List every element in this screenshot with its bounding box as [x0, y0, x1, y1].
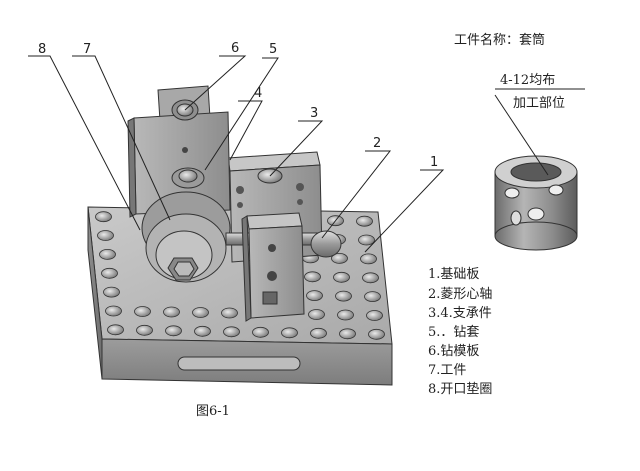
base-hole — [107, 324, 124, 336]
base-hole — [304, 271, 321, 283]
open-washer-8 — [155, 230, 213, 281]
legend-item-7: 8.开口垫圈 — [428, 382, 493, 397]
base-hole — [358, 234, 375, 246]
base-hole — [103, 286, 120, 298]
callout-4: 4 — [254, 86, 263, 101]
base-hole — [252, 326, 269, 338]
callout-7: 7 — [83, 42, 92, 57]
base-hole — [335, 290, 352, 302]
base-hole — [364, 291, 381, 303]
base-hole — [308, 309, 325, 320]
base-hole — [95, 211, 112, 223]
drill-plate-6 — [127, 85, 231, 218]
callout-8: 8 — [38, 42, 47, 57]
figure-caption: 图6-1 — [196, 404, 230, 419]
base-hole — [306, 290, 323, 302]
spec-text: 4-12均布 — [500, 73, 556, 88]
base-hole — [281, 327, 298, 339]
base-hole — [101, 267, 118, 279]
base-hole — [194, 325, 211, 337]
base-hole — [99, 248, 116, 260]
base-hole — [163, 306, 180, 318]
base-hole — [360, 253, 377, 265]
legend-item-3: 3.4.支承件 — [428, 306, 492, 321]
callout-1: 1 — [430, 155, 439, 170]
sleeve-bushing — [494, 155, 578, 251]
base-hole — [221, 307, 238, 319]
base-hole — [356, 215, 373, 227]
base-hole — [331, 252, 348, 264]
base-hole — [136, 324, 153, 336]
machining-location-text: 加工部位 — [513, 96, 566, 111]
callout-2: 2 — [373, 136, 382, 151]
base-hole — [223, 326, 240, 338]
base-hole — [368, 328, 385, 340]
base-hole — [337, 309, 354, 321]
legend-item-5: 6.钻模板 — [428, 344, 480, 359]
workpiece-name-label: 工件名称：套筒 — [454, 33, 546, 48]
callout-5: 5 — [269, 42, 278, 57]
base-hole — [310, 327, 327, 339]
base-hole — [366, 310, 383, 321]
base-hole — [105, 305, 122, 317]
legend-item-2: 2.菱形心轴 — [428, 287, 493, 302]
callout-3: 3 — [310, 106, 319, 121]
base-hole — [165, 325, 182, 337]
base-plate-slot — [177, 356, 301, 371]
legend-item-6: 7.工件 — [428, 363, 467, 378]
base-hole — [97, 230, 114, 241]
base-hole — [362, 272, 379, 284]
support-block-4 — [241, 212, 305, 322]
leader-lines — [28, 55, 585, 253]
legend-item-4: 5.．钻套 — [428, 325, 480, 340]
legend-item-1: 1.基础板 — [428, 267, 480, 282]
base-hole — [134, 306, 151, 317]
base-hole — [192, 307, 209, 318]
base-hole — [339, 328, 356, 340]
callout-6: 6 — [231, 41, 240, 56]
base-hole — [333, 271, 350, 283]
